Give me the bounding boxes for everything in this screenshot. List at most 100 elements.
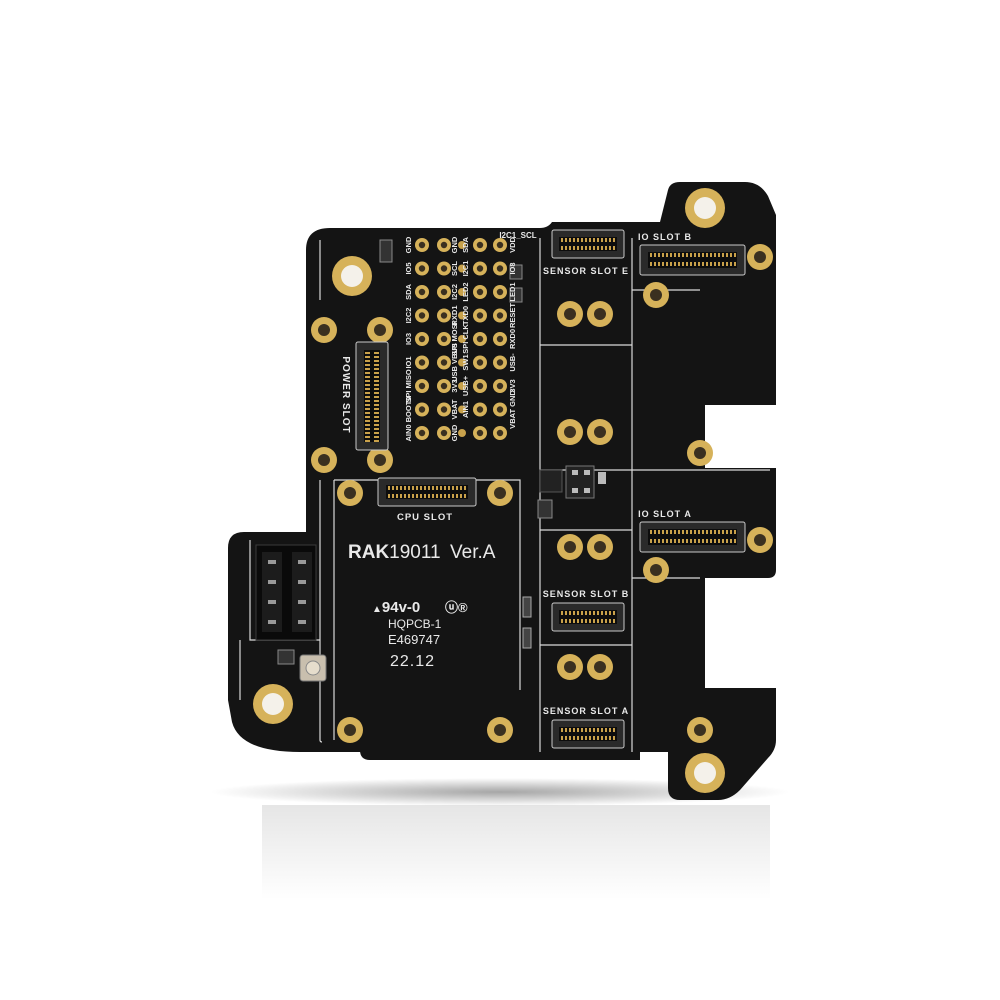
header-pin-label: IO5 <box>404 262 413 274</box>
connector-pin <box>365 408 370 410</box>
connector-pin <box>374 436 379 438</box>
connector-pin <box>613 736 615 740</box>
connector-pin <box>674 530 676 534</box>
connector-pin <box>428 494 430 498</box>
sensor-slot-b-connector <box>551 602 625 632</box>
connector-pin <box>670 262 672 266</box>
board-model-label: RAK19011 <box>348 542 441 563</box>
connector-pin <box>440 486 442 490</box>
header-pin-icon <box>493 238 507 252</box>
connector-pin <box>440 494 442 498</box>
connector-pin <box>365 424 370 426</box>
connector-pin <box>674 253 676 257</box>
connector-pin <box>436 486 438 490</box>
header-pin-label: TXD0 <box>461 306 470 325</box>
connector-pin <box>412 494 414 498</box>
header-pin-icon <box>473 426 487 440</box>
connector-pin <box>694 530 696 534</box>
header-pin-label: BOOT0 <box>404 397 413 423</box>
connector-pin <box>609 619 611 623</box>
header-pin-icon <box>493 261 507 276</box>
header-pin-label: LED1 <box>508 282 517 301</box>
header-pin-icon <box>437 308 451 323</box>
connector-pin <box>714 253 716 257</box>
connector-pin <box>365 396 370 398</box>
connector-pin <box>374 396 379 398</box>
connector-pin <box>670 530 672 534</box>
connector-pin <box>456 494 458 498</box>
connector-pin <box>601 619 603 623</box>
connector-pin <box>569 619 571 623</box>
connector-pin <box>365 412 370 414</box>
header-pin-grid <box>415 238 507 440</box>
connector-pin <box>601 246 603 250</box>
connector-pin <box>666 530 668 534</box>
silkscreen-text: POWER SLOT CPU SLOT SENSOR SLOT E IO SLO… <box>340 231 692 716</box>
connector-pin <box>452 494 454 498</box>
connector-pin <box>374 364 379 366</box>
connector-pin <box>420 494 422 498</box>
flammability-rating: 94v-0 <box>382 599 420 616</box>
header-pin-icon <box>415 285 429 299</box>
connector-pin <box>374 392 379 394</box>
connector-pin <box>593 736 595 740</box>
model-number: 19011 <box>389 542 440 563</box>
connector-pin <box>613 611 615 615</box>
connector-pin <box>694 262 696 266</box>
connector-pin <box>585 246 587 250</box>
connector-pin <box>569 728 571 732</box>
gold-pads <box>311 244 773 743</box>
connector-pin <box>690 539 692 543</box>
connector-pin <box>589 736 591 740</box>
via-icon <box>458 288 466 296</box>
connector-pin <box>613 728 615 732</box>
connector-pin <box>597 728 599 732</box>
connector-pin <box>597 246 599 250</box>
connector-pin <box>404 494 406 498</box>
connector-pin <box>448 486 450 490</box>
side-header-pin <box>268 600 276 604</box>
connector-pin <box>730 539 732 543</box>
reset-button-icon <box>299 654 327 682</box>
connector-pin <box>609 728 611 732</box>
header-pin-icon <box>437 238 451 252</box>
connector-pin <box>365 404 370 406</box>
io-slot-a-connector <box>639 521 746 553</box>
header-pin-label: 3V3 <box>450 379 459 392</box>
connector-pin <box>666 539 668 543</box>
header-pin-label: SDA <box>461 237 470 253</box>
sensor-slot-a-connector <box>551 719 625 749</box>
header-pin-icon <box>415 238 429 252</box>
via-icon <box>458 382 466 390</box>
power-slot-label: POWER SLOT <box>340 356 351 433</box>
cpu-slot-label: CPU SLOT <box>397 512 453 523</box>
connector-pin <box>734 539 736 543</box>
header-pin-icon <box>415 355 429 370</box>
connector-pin <box>690 253 692 257</box>
header-pin-icon <box>473 285 487 299</box>
connector-pin <box>589 611 591 615</box>
connector-pin <box>365 352 370 354</box>
header-pin-icon <box>437 261 451 276</box>
connector-pin <box>682 530 684 534</box>
connector-pin <box>609 736 611 740</box>
connector-pin <box>698 530 700 534</box>
connector-pin <box>365 440 370 442</box>
connector-pin <box>674 539 676 543</box>
connector-pin <box>694 253 696 257</box>
connector-pin <box>734 262 736 266</box>
connector-pin <box>694 539 696 543</box>
header-pin-label: I2C2 <box>450 284 459 300</box>
io-slot-a-label: IO SLOT A <box>638 509 692 519</box>
connector-pin <box>460 494 462 498</box>
connector-pin <box>420 486 422 490</box>
mounting-hole-icon <box>332 256 372 296</box>
connector-pin <box>666 253 668 257</box>
connector-pin <box>388 486 390 490</box>
connector-pin <box>609 246 611 250</box>
connector-pin <box>365 356 370 358</box>
connector-pin <box>686 539 688 543</box>
header-pin-label: SPI MISO <box>404 369 413 403</box>
side-header-pin <box>268 620 276 624</box>
header-pin-label: RXD1 <box>450 305 459 325</box>
